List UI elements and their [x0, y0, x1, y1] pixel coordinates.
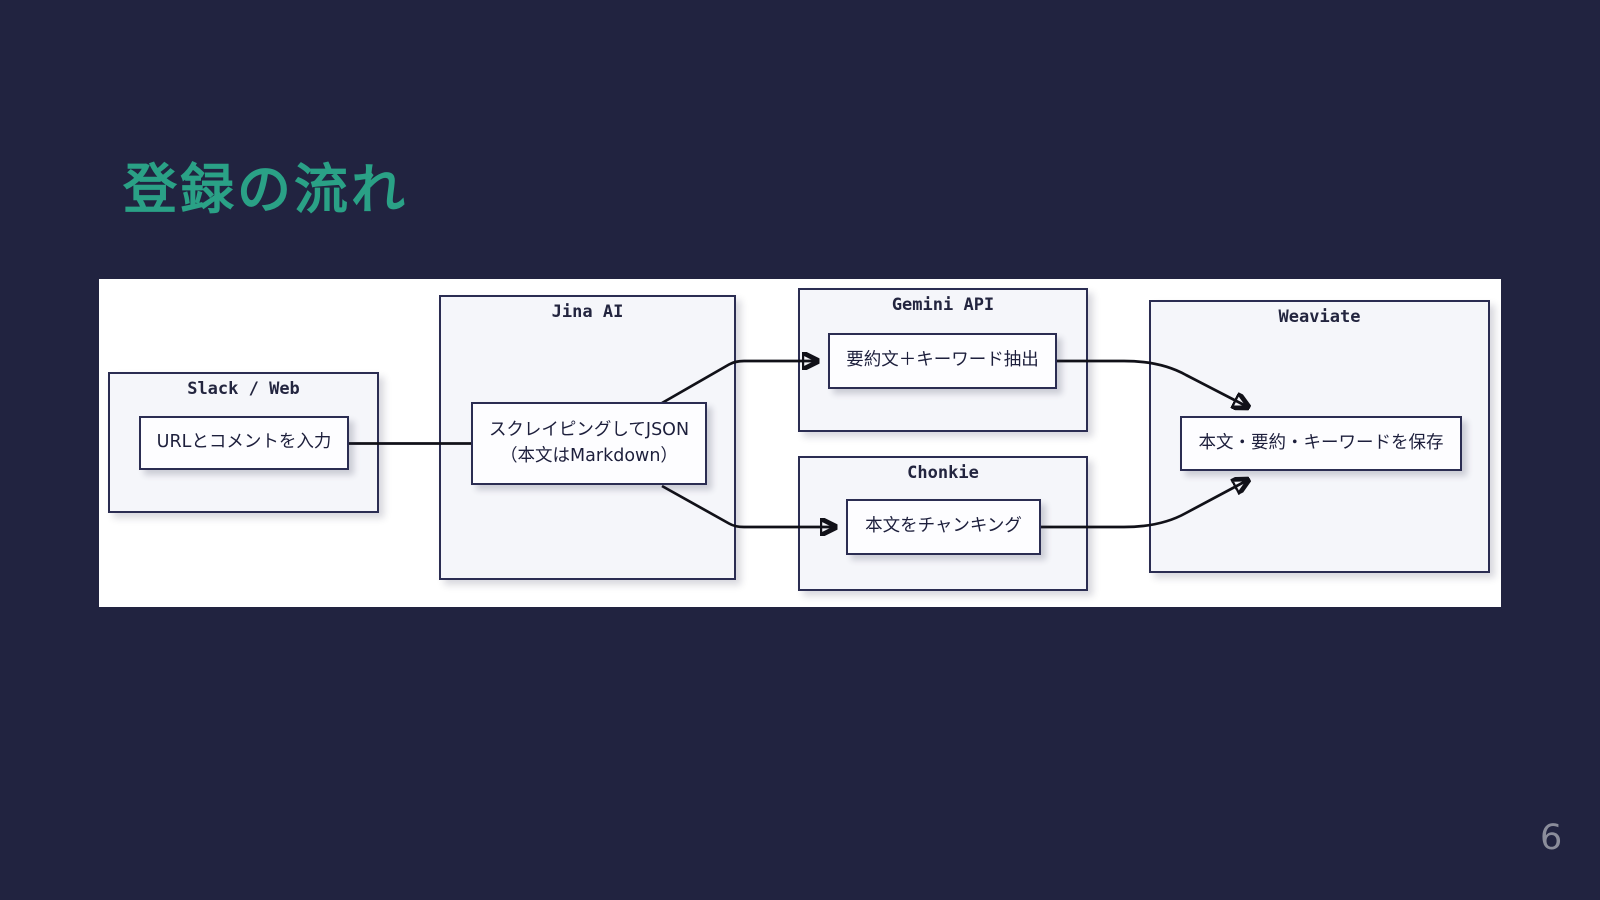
node-save-to-weaviate: 本文・要約・キーワードを保存 [1180, 416, 1462, 471]
node-chunk-body: 本文をチャンキング [846, 499, 1041, 555]
container-label-slack-web: Slack / Web [187, 379, 300, 399]
container-label-jina-ai: Jina AI [551, 302, 624, 322]
container-label-chonkie: Chonkie [907, 463, 979, 483]
node-chunk-body-label: 本文をチャンキング [865, 516, 1022, 537]
node-scraping-json: スクレイピングしてJSON （本文はMarkdown） [471, 402, 707, 485]
node-scraping-json-line2: （本文はMarkdown） [500, 445, 678, 466]
node-scraping-json-line1: スクレイピングしてJSON [488, 420, 690, 441]
node-url-comment-input: URLとコメントを入力 [139, 416, 349, 470]
node-url-comment-input-label: URLとコメントを入力 [156, 432, 332, 453]
container-label-weaviate: Weaviate [1278, 307, 1361, 327]
node-summary-keyword-extract-label: 要約文＋キーワード抽出 [846, 350, 1039, 371]
node-summary-keyword-extract: 要約文＋キーワード抽出 [828, 333, 1057, 389]
node-save-to-weaviate-label: 本文・要約・キーワードを保存 [1198, 432, 1444, 453]
page-number: 6 [1540, 818, 1563, 858]
flow-diagram-panel: Slack / Web URLとコメントを入力 Jina AI スクレイピングし… [99, 279, 1501, 607]
page-title: 登録の流れ [123, 158, 408, 222]
container-label-gemini-api: Gemini API [891, 295, 995, 315]
